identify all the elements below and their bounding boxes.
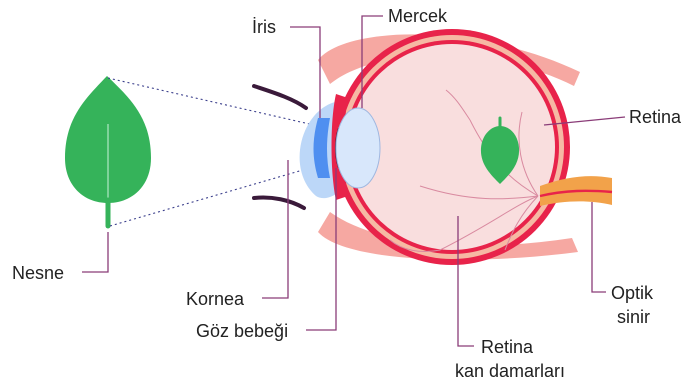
label-retina-vessels-2: kan damarları	[455, 361, 565, 381]
eye	[254, 29, 612, 265]
label-optic-nerve-2: sinir	[617, 307, 650, 327]
leader-cornea	[262, 160, 288, 298]
upper-eyelash	[254, 86, 306, 108]
object-leaf-icon	[65, 76, 151, 226]
label-retina: Retina	[629, 107, 682, 127]
label-cornea: Kornea	[186, 289, 245, 309]
label-retina-vessels-1: Retina	[481, 337, 534, 357]
label-object: Nesne	[12, 263, 64, 283]
label-pupil: Göz bebeği	[196, 321, 288, 341]
leader-optic-nerve	[592, 202, 606, 292]
label-lens: Mercek	[388, 6, 448, 26]
label-optic-nerve-1: Optik	[611, 283, 654, 303]
lower-eyelash	[254, 197, 304, 208]
leader-object	[82, 232, 108, 272]
label-iris: İris	[252, 17, 276, 37]
leader-iris	[290, 27, 320, 118]
lens-shape	[336, 108, 380, 188]
